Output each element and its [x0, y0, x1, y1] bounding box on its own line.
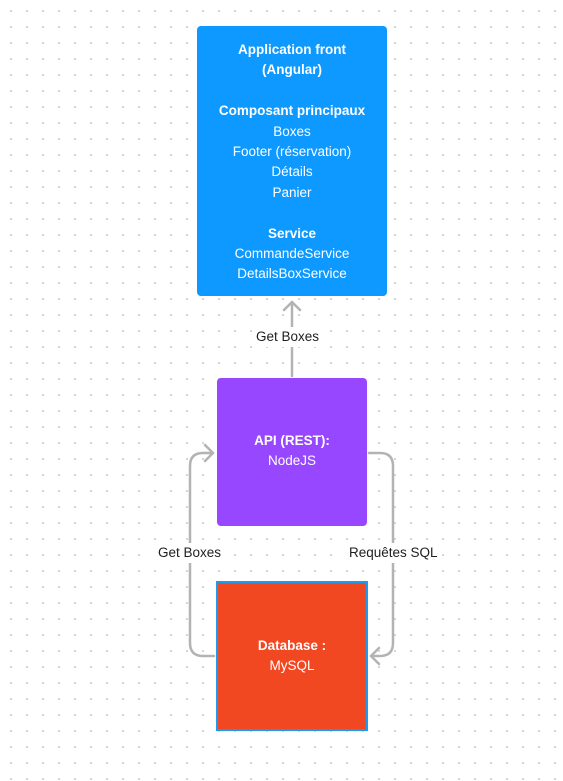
- node-database-title: Database :: [257, 638, 327, 653]
- node-database-subtitle: MySQL: [269, 658, 315, 674]
- edge-label-api-to-front: Get Boxes: [252, 327, 324, 347]
- service-item: DetailsBoxService: [237, 266, 347, 282]
- arrowhead-left-icon: [369, 646, 381, 666]
- spacer: [197, 81, 387, 101]
- node-front-section-components: Composant principaux: [218, 103, 366, 119]
- node-front-section-service: Service: [267, 225, 317, 241]
- component-item: Footer (réservation): [232, 143, 352, 159]
- component-item: Panier: [272, 184, 312, 200]
- spacer: [197, 203, 387, 223]
- service-item: CommandeService: [234, 245, 350, 261]
- node-api-subtitle: NodeJS: [267, 453, 317, 469]
- node-application-front[interactable]: Application front (Angular) Composant pr…: [197, 26, 387, 296]
- component-item: Détails: [271, 164, 313, 180]
- node-database[interactable]: Database : MySQL: [216, 581, 368, 731]
- node-api-title: API (REST):: [254, 433, 330, 448]
- arrowhead-up-icon: [282, 300, 302, 312]
- node-front-title-2: (Angular): [262, 62, 322, 78]
- edge-label-api-to-db: Requêtes SQL: [345, 543, 442, 563]
- component-item: Boxes: [273, 123, 311, 139]
- node-front-title-1: Application front: [238, 42, 346, 57]
- node-api-rest[interactable]: API (REST): NodeJS: [217, 378, 367, 526]
- edge-label-db-to-api: Get Boxes: [154, 543, 226, 563]
- arrowhead-right-icon: [203, 443, 215, 463]
